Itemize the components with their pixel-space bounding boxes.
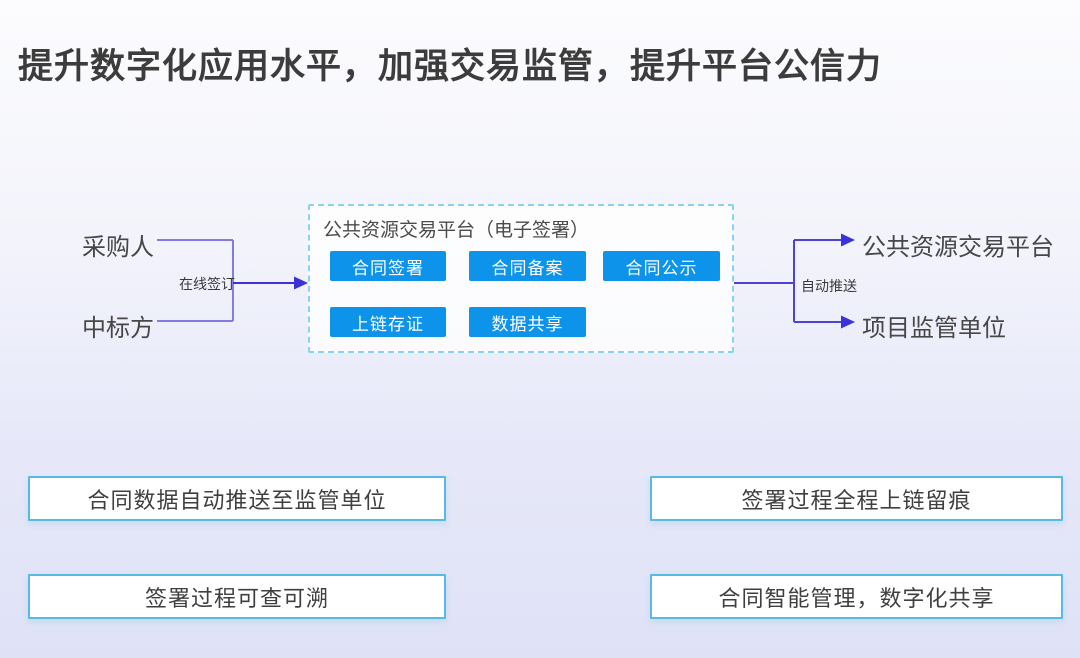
online-sign-arrow xyxy=(233,276,308,290)
platform-title: 公共资源交易平台（电子签署） xyxy=(323,219,590,241)
page-title: 提升数字化应用水平，加强交易监管，提升平台公信力 xyxy=(18,47,883,87)
bidder-label: 中标方 xyxy=(82,314,154,342)
feature-box-smart-management: 合同智能管理，数字化共享 xyxy=(650,574,1063,619)
module-chip-contract-filing: 合同备案 xyxy=(469,251,586,281)
auto-push-label: 自动推送 xyxy=(801,279,857,295)
module-chip-data-sharing: 数据共享 xyxy=(469,307,586,337)
platform-panel: 公共资源交易平台（电子签署） 合同签署 合同备案 合同公示 上链存证 数据共享 xyxy=(308,204,734,353)
feature-box-auto-push: 合同数据自动推送至监管单位 xyxy=(28,476,446,521)
target-regulator-label: 项目监管单位 xyxy=(862,314,1006,342)
online-sign-label: 在线签订 xyxy=(179,277,235,293)
module-chip-contract-publicity: 合同公示 xyxy=(603,251,720,281)
arrow-right-icon xyxy=(841,315,855,329)
module-chip-chain-evidence: 上链存证 xyxy=(330,307,446,337)
module-chip-contract-signing: 合同签署 xyxy=(330,251,446,281)
feature-box-chain-trace: 签署过程全程上链留痕 xyxy=(650,476,1063,521)
arrow-right-icon xyxy=(294,276,308,290)
target-trading-platform-label: 公共资源交易平台 xyxy=(862,233,1054,261)
arrow-right-icon xyxy=(841,233,855,247)
purchaser-label: 采购人 xyxy=(82,233,154,261)
feature-box-traceable: 签署过程可查可溯 xyxy=(28,574,446,619)
